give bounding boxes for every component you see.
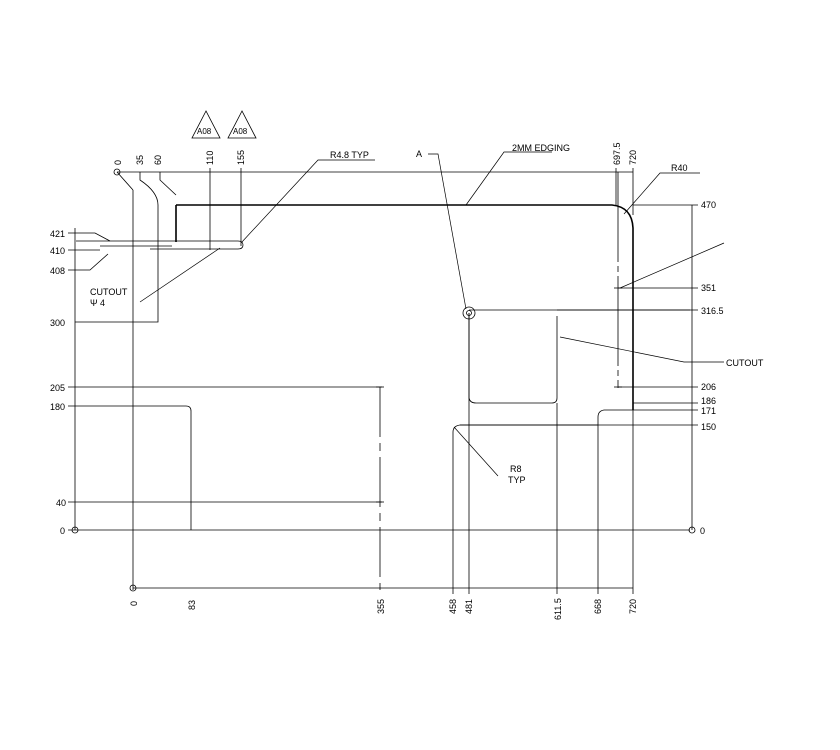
dim-left-300: 300 [50,318,65,328]
dim-left-180: 180 [50,402,65,412]
left-origin-marker [71,526,79,534]
dim-bottom-720: 720 [628,599,638,614]
dim-right-351: 351 [701,283,716,293]
leader-r8 [453,426,499,477]
cutout-left-depth: Ψ 4 [90,298,105,308]
leader-cutout-left [139,247,221,303]
dim-right-0: 0 [700,526,705,536]
leader-edging [465,151,552,206]
dim-left-421: 421 [50,229,65,239]
dim-left-0: 0 [60,526,65,536]
cutout-right-outline [468,313,558,404]
dim-right-470: 470 [701,200,716,210]
left-leader-421 [68,232,111,242]
tick-marks [376,287,622,503]
slot-radius-label: R4.8 TYP [330,150,369,160]
right-dimensions [460,204,698,534]
cutout-left-label: CUTOUT [90,287,128,297]
outline-inner-return [452,424,598,530]
right-origin-marker [688,526,696,534]
revision-marker-2: A08 [227,110,257,139]
dim-right-186: 186 [701,396,716,406]
slot-outline [76,240,244,250]
outline-right-lower [597,409,633,425]
left-ext-180 [68,405,192,530]
section-a-label: A [416,149,422,159]
dim-right-171: 171 [701,406,716,416]
top-origin-marker [113,168,121,176]
note-section-a: A [416,149,467,310]
dim-top-155: 155 [236,150,246,165]
note-edging: 2MM EDGING [465,143,570,206]
note-cutout-right: CUTOUT [559,242,764,368]
dim-bottom-83: 83 [187,600,197,610]
dim-left-408: 408 [50,266,65,276]
dim-top-720: 720 [628,150,638,165]
dim-top-110: 110 [205,151,215,165]
dim-bottom-481: 481 [464,599,474,614]
dim-bottom-668: 668 [593,599,603,614]
corner-radius-label: R40 [671,163,688,173]
leader-r4-8 [240,159,375,244]
slot-cutout [76,240,244,250]
leader-cutout-right [559,336,724,363]
revision-triangle-icon [227,110,257,139]
top-dimensions [75,168,634,323]
cutout-right-label: CUTOUT [726,358,764,368]
dim-bottom-355: 355 [376,599,386,614]
dim-top-60: 60 [153,155,163,165]
dim-left-205: 205 [50,383,65,393]
dim-top-35: 35 [135,155,145,165]
dim-left-410: 410 [50,246,65,256]
note-cutout-left: CUTOUT Ψ 4 [90,247,221,308]
note-corner-radius: R40 [623,163,700,215]
part-outline [175,204,634,530]
top-ext-35 [75,172,159,323]
dim-right-316-5: 316.5 [701,306,724,316]
revision-triangle-icon [191,110,221,139]
leader-section-a [428,153,467,310]
dim-bottom-458: 458 [448,599,458,614]
inner-radius-typ: TYP [508,475,526,485]
revision-marker-1: A08 [191,110,221,139]
leader-r40 [623,172,700,215]
inner-radius-label: R8 [510,464,522,474]
left-dimensions [68,228,690,534]
note-slot-radius: R4.8 TYP [240,150,375,244]
bottom-dimensions [129,313,634,594]
top-ext-60 [159,172,177,196]
dim-left-40: 40 [56,498,66,508]
top-ext-0 [116,171,134,191]
revision-label: A08 [197,127,212,136]
outline-top-edge [176,204,634,410]
dim-top-0: 0 [113,160,123,165]
bottom-origin-marker [129,584,137,592]
dim-right-206: 206 [701,382,716,392]
dim-top-697-5: 697.5 [612,142,622,165]
dim-bottom-611-5: 611.5 [553,598,563,620]
edging-label: 2MM EDGING [512,143,570,153]
dim-bottom-0: 0 [129,601,139,606]
note-inner-radius: R8 TYP [453,426,526,485]
dim-right-150: 150 [701,422,716,432]
revision-label: A08 [233,127,248,136]
left-leader-408 [68,253,109,271]
leader-cutout-diagonal [619,242,725,289]
